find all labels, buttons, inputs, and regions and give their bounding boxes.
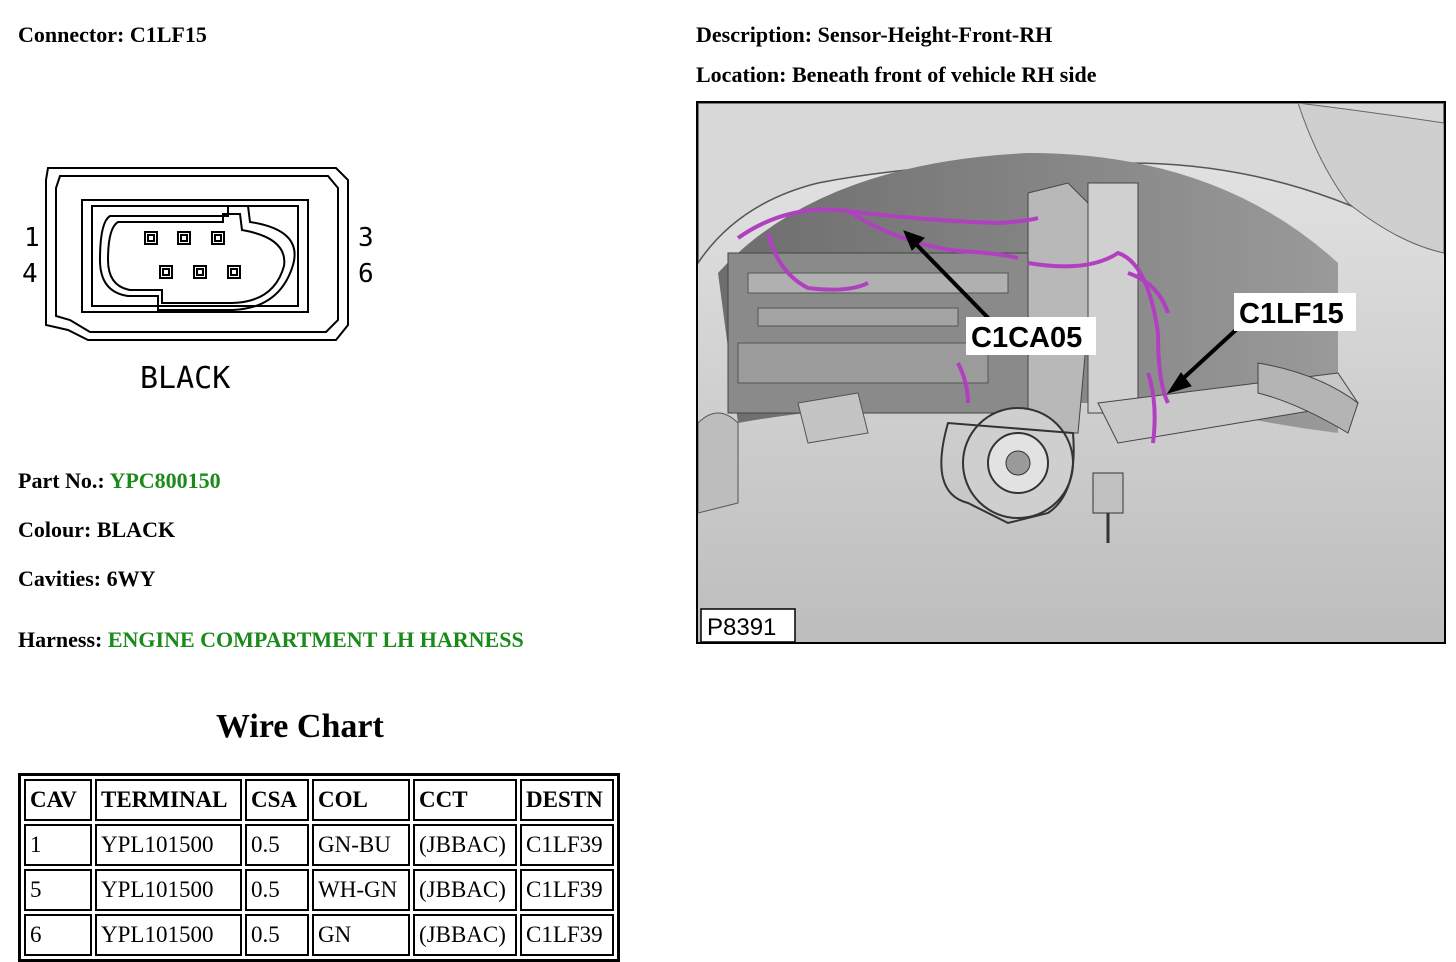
- table-row: 6 YPL101500 0.5 GN (JBBAC) C1LF39: [24, 914, 614, 956]
- harness-value-link[interactable]: ENGINE COMPARTMENT LH HARNESS: [107, 627, 524, 652]
- part-value-link[interactable]: YPC800150: [109, 468, 221, 493]
- cell-destn: C1LF39: [520, 914, 614, 956]
- wire-chart-title: Wire Chart: [216, 708, 384, 745]
- cell-terminal: YPL101500: [95, 869, 242, 911]
- cell-cav: 5: [24, 869, 92, 911]
- connector-value: C1LF15: [129, 22, 207, 47]
- header-terminal: TERMINAL: [95, 779, 242, 821]
- cell-col: GN-BU: [312, 824, 410, 866]
- header-csa: CSA: [245, 779, 309, 821]
- wiring-harness-lines: [736, 207, 1170, 444]
- header-col: COL: [312, 779, 410, 821]
- pin-label-1: 1: [24, 223, 40, 253]
- part-label: Part No.:: [18, 468, 105, 493]
- cell-csa: 0.5: [245, 824, 309, 866]
- cell-cct: (JBBAC): [413, 824, 517, 866]
- cell-destn: C1LF39: [520, 824, 614, 866]
- cavities-value: 6WY: [106, 566, 156, 591]
- header-destn: DESTN: [520, 779, 614, 821]
- cell-terminal: YPL101500: [95, 914, 242, 956]
- cell-cct: (JBBAC): [413, 869, 517, 911]
- location-photo: C1CA05 C1LF15 P8391: [696, 101, 1446, 644]
- cell-cct: (JBBAC): [413, 914, 517, 956]
- connector-face-diagram: 1 4 3 6 BLACK: [22, 167, 374, 396]
- figure-id-box: [700, 608, 796, 642]
- connector-colour-caption: BLACK: [140, 361, 230, 396]
- cell-terminal: YPL101500: [95, 824, 242, 866]
- table-row: 5 YPL101500 0.5 WH-GN (JBBAC) C1LF39: [24, 869, 614, 911]
- colour-label: Colour:: [18, 517, 92, 542]
- pin-label-3: 3: [358, 223, 374, 253]
- callout-c1ca05: C1CA05: [971, 322, 1082, 354]
- cell-destn: C1LF39: [520, 869, 614, 911]
- cavities-line: Cavities: 6WY: [18, 566, 155, 592]
- cell-cav: 1: [24, 824, 92, 866]
- location-value: Beneath front of vehicle RH side: [791, 62, 1097, 87]
- callout-c1lf15-box: [1234, 293, 1356, 331]
- description-line: Description: Sensor-Height-Front-RH: [696, 22, 1052, 48]
- cell-col: GN: [312, 914, 410, 956]
- colour-value: BLACK: [96, 517, 176, 542]
- cell-cav: 6: [24, 914, 92, 956]
- harness-line: Harness: ENGINE COMPARTMENT LH HARNESS: [18, 627, 524, 653]
- cavities-label: Cavities:: [18, 566, 102, 591]
- vehicle-underside-illustration: C1CA05 C1LF15 P8391: [698, 103, 1444, 642]
- colour-line: Colour: BLACK: [18, 517, 175, 543]
- header-cct: CCT: [413, 779, 517, 821]
- pin-label-6: 6: [358, 259, 374, 289]
- connector-label: Connector:: [18, 22, 125, 47]
- pin-label-4: 4: [22, 259, 38, 289]
- table-row: 1 YPL101500 0.5 GN-BU (JBBAC) C1LF39: [24, 824, 614, 866]
- description-value: Sensor-Height-Front-RH: [817, 22, 1053, 47]
- cell-csa: 0.5: [245, 914, 309, 956]
- cell-col: WH-GN: [312, 869, 410, 911]
- callout-c1lf15: C1LF15: [1239, 298, 1344, 330]
- figure-id: P8391: [707, 614, 776, 641]
- part-number-line: Part No.: YPC800150: [18, 468, 221, 494]
- location-label: Location:: [696, 62, 787, 87]
- description-label: Description:: [696, 22, 813, 47]
- wire-chart-table: CAV TERMINAL CSA COL CCT DESTN 1 YPL1015…: [18, 773, 620, 962]
- location-line: Location: Beneath front of vehicle RH si…: [696, 62, 1096, 88]
- connector-line: Connector: C1LF15: [18, 22, 207, 48]
- harness-label: Harness:: [18, 627, 103, 652]
- wire-chart-header-row: CAV TERMINAL CSA COL CCT DESTN: [24, 779, 614, 821]
- callout-c1ca05-box: [966, 317, 1096, 355]
- header-cav: CAV: [24, 779, 92, 821]
- cell-csa: 0.5: [245, 869, 309, 911]
